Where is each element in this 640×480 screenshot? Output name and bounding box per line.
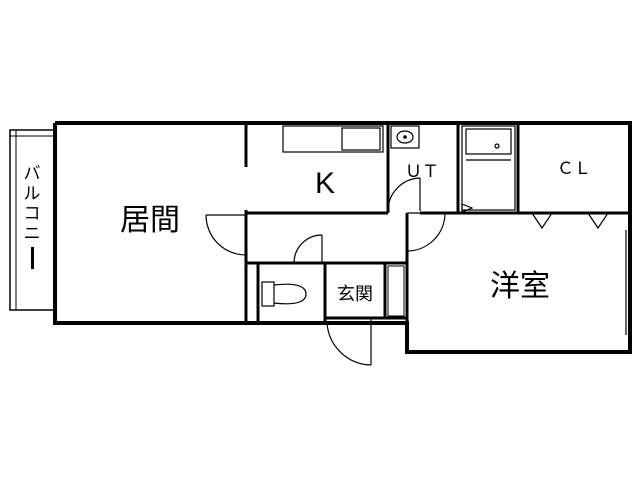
entrance-label: 玄関	[337, 284, 373, 305]
balcony-char-long-mark	[31, 247, 34, 269]
utility-label: ＵＴ	[405, 162, 439, 182]
washbasin	[390, 125, 420, 149]
interior-walls	[244, 123, 630, 352]
balcony-char: バ	[24, 164, 41, 184]
entrance-step	[387, 265, 405, 317]
kitchen-counter	[282, 125, 384, 153]
kitchen-label: K	[315, 167, 335, 200]
closet-doors	[530, 212, 610, 230]
balcony-label: バ ル コ ニ	[24, 164, 41, 269]
balcony-char: ル	[24, 184, 41, 204]
balcony-char: ニ	[24, 224, 41, 244]
balcony-char: コ	[24, 204, 41, 224]
western-room-label: 洋室	[490, 269, 550, 304]
doors	[205, 177, 474, 366]
closet-label: ＣＬ	[557, 159, 591, 179]
toilet	[261, 281, 307, 307]
living-room-label: 居間	[120, 203, 180, 238]
bath	[461, 125, 516, 211]
